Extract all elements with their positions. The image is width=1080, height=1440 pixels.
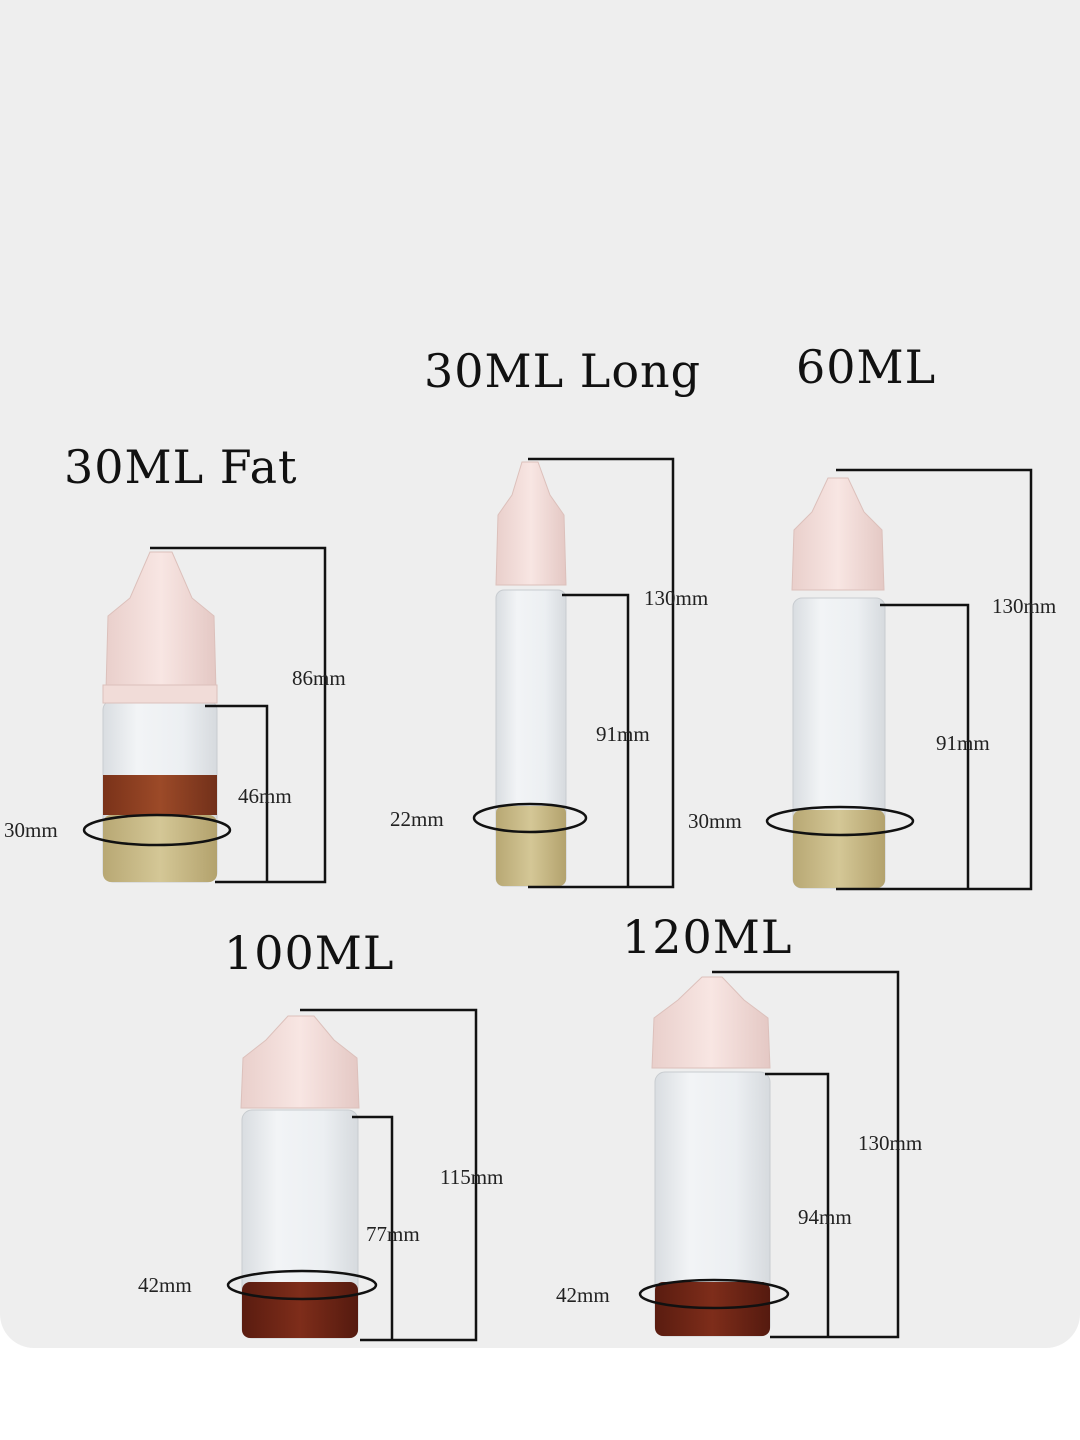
title-100ml: 100ML: [224, 926, 395, 980]
body-height-label: 94mm: [798, 1205, 852, 1229]
bottle-120ml: [638, 970, 900, 1339]
diameter-label: 30mm: [688, 809, 742, 833]
title-30ml-fat: 30ML Fat: [64, 440, 298, 494]
title-60ml: 60ML: [796, 340, 937, 394]
body-height-label: 91mm: [936, 731, 990, 755]
body-height-label: 46mm: [238, 784, 292, 808]
diameter-label: 30mm: [4, 818, 58, 842]
body-height-label: 77mm: [366, 1222, 420, 1246]
diameter-label: 42mm: [556, 1283, 610, 1307]
body-height-label: 91mm: [596, 722, 650, 746]
diameter-label: 42mm: [138, 1273, 192, 1297]
bottle-60ml: [765, 468, 1033, 891]
height-label: 86mm: [292, 666, 346, 690]
bottle-30ml-fat: [82, 546, 327, 884]
title-120ml: 120ML: [622, 910, 793, 964]
bottle-diagram: [82, 457, 1033, 1342]
bottle-30ml-long: [472, 457, 675, 889]
height-label: 115mm: [440, 1165, 504, 1189]
height-label: 130mm: [858, 1131, 923, 1155]
height-label: 130mm: [644, 586, 709, 610]
height-label: 130mm: [992, 594, 1057, 618]
bottle-100ml: [226, 1008, 478, 1342]
product-image: 30ML Fat 30ML Long 60ML 100ML 120ML 86mm…: [0, 0, 1080, 1348]
title-30ml-long: 30ML Long: [424, 344, 702, 398]
diameter-label: 22mm: [390, 807, 444, 831]
